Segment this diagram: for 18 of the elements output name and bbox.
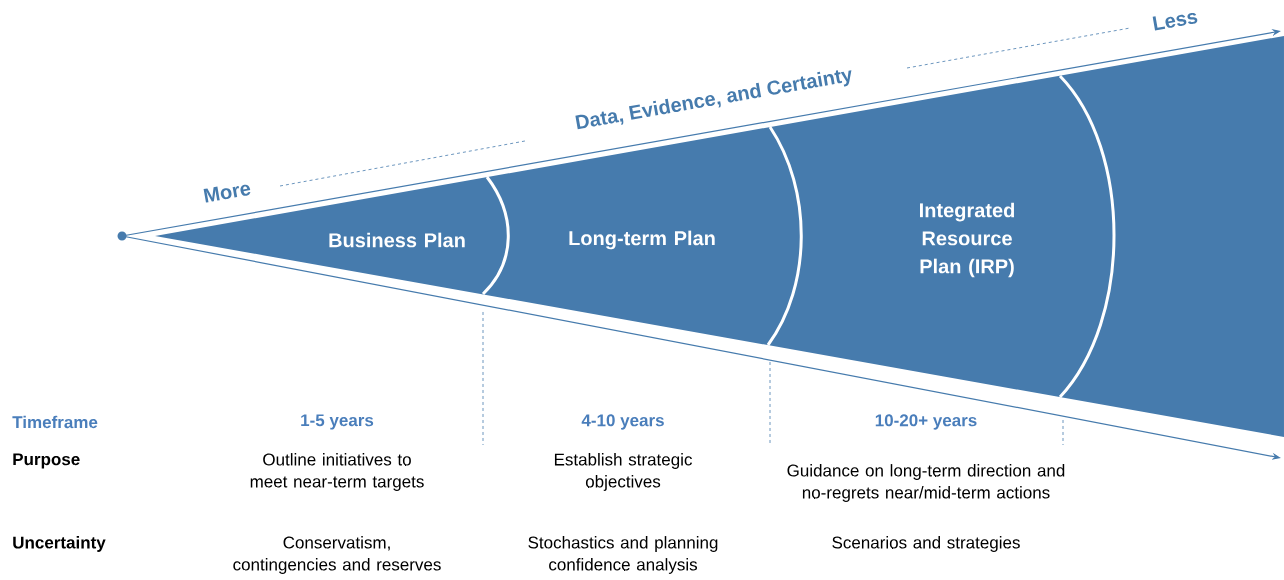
timeframe-label: 1-5 years <box>301 414 374 430</box>
table-cell-text: Establish strategic objectives <box>554 453 692 491</box>
plan-label: Business Plan <box>329 232 465 248</box>
row-header: Uncertainty <box>13 536 106 552</box>
axis-label: More <box>203 184 251 203</box>
timeframe-label: 10-20+ years <box>875 414 977 430</box>
table-cell-text: Stochastics and planning confidence analysis <box>528 536 718 574</box>
axis-label: Data, Evidence, and Certainty <box>575 70 852 130</box>
row-header: Purpose <box>13 453 80 469</box>
table-cell-text: Scenarios and strategies <box>832 536 1020 552</box>
axis-label: Less <box>1152 12 1198 31</box>
plan-label: Integrated Resource Plan (IRP) <box>920 202 1015 278</box>
row-header: Timeframe <box>12 415 98 429</box>
table-cell-text: Guidance on long-term direction and no-regrets near/mid-term actions <box>787 464 1065 502</box>
plan-label: Long-term Plan <box>569 230 715 250</box>
table-cell-text: Conservatism, contingencies and reserves <box>233 536 441 574</box>
table-cell-text: Outline initiatives to meet near-term targets <box>250 453 424 491</box>
timeframe-label: 4-10 years <box>581 414 664 430</box>
